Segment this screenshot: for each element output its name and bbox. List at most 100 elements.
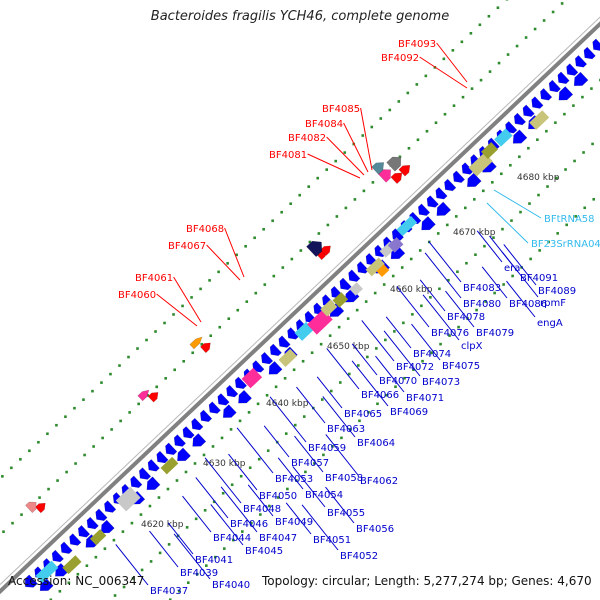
tick-dot — [497, 61, 501, 65]
label-leader-line — [501, 251, 539, 298]
tick-dot — [49, 598, 53, 600]
tick-dot — [409, 257, 413, 261]
tick-dot — [157, 496, 161, 499]
cog-block — [481, 142, 499, 159]
label-leader-line — [285, 502, 312, 535]
reverse-gene-arrow — [182, 426, 195, 439]
tick-dot — [415, 83, 419, 86]
tick-dot — [304, 470, 307, 474]
tick-dot — [256, 402, 260, 406]
reverse-gene-arrow — [234, 376, 248, 390]
tick-dot — [329, 389, 333, 393]
tick-dot — [506, 53, 510, 56]
tick-dot — [64, 415, 67, 419]
label-leader-line — [326, 136, 365, 176]
tick-dot — [217, 270, 220, 274]
label-leader-line — [167, 522, 194, 555]
tick-dot — [236, 308, 240, 312]
label-leader-line — [493, 189, 542, 219]
tick-dot — [227, 317, 231, 320]
label-leader-line — [445, 290, 475, 328]
forward-gene-arrow — [398, 165, 411, 177]
tick-dot — [421, 359, 424, 363]
tick-dot — [564, 168, 567, 171]
tick-dot — [574, 215, 577, 218]
tick-dot — [177, 589, 181, 593]
label-leader-line — [360, 107, 373, 171]
tick-dot — [212, 500, 216, 504]
cog-block — [160, 456, 179, 475]
tick-dot — [382, 283, 386, 286]
tick-dot — [289, 202, 292, 205]
tick-dot — [451, 49, 455, 52]
reverse-gene-arrow — [24, 574, 38, 588]
reverse-gene-arrow — [77, 525, 91, 538]
tick-dot — [384, 338, 387, 342]
label-leader-line — [428, 241, 462, 283]
tick-dot — [322, 453, 325, 457]
cog-block — [387, 237, 404, 253]
tick-dot — [110, 428, 113, 431]
label-leader-line — [263, 425, 290, 458]
reverse-gene-arrow — [238, 389, 252, 404]
reverse-gene-label: BF4091 — [520, 273, 558, 284]
reverse-gene-label: BF4079 — [476, 328, 514, 339]
reverse-gene-arrow — [217, 393, 230, 406]
forward-gene-arrow — [371, 162, 385, 175]
tick-dot — [307, 185, 310, 188]
cog-block — [349, 282, 363, 296]
reverse-gene-arrow — [200, 409, 213, 423]
reverse-gene-label: BF4046 — [230, 519, 268, 530]
tick-dot — [155, 385, 158, 389]
scale-label: 4660 kbp — [390, 285, 433, 295]
tick-dot — [46, 432, 49, 436]
tick-dot — [590, 87, 593, 90]
label-leader-line — [236, 427, 274, 474]
tick-dot — [109, 372, 112, 376]
reverse-gene-label: BF4041 — [195, 555, 233, 566]
tick-dot — [349, 428, 352, 431]
label-leader-line — [322, 396, 356, 438]
tick-dot — [393, 330, 396, 333]
tick-dot — [166, 487, 170, 491]
forward-gene-label: BF4081 — [269, 150, 307, 161]
reverse-gene-arrow — [436, 201, 452, 216]
tick-dot — [364, 300, 368, 303]
tick-dot — [337, 325, 341, 329]
label-leader-line — [351, 360, 389, 407]
tick-dot — [538, 249, 541, 252]
reverse-gene-label: BF4044 — [213, 533, 251, 544]
tick-dot — [555, 176, 558, 180]
reverse-gene-label: BF4045 — [245, 546, 283, 557]
tick-dot — [229, 428, 233, 431]
reverse-gene-label: BF4056 — [356, 524, 394, 535]
label-leader-line — [115, 544, 149, 586]
tick-dot — [445, 223, 449, 227]
reverse-gene-arrow — [513, 112, 527, 126]
tick-dot — [319, 342, 323, 346]
tick-dot — [209, 334, 213, 338]
reverse-gene-label: BF4054 — [305, 490, 343, 501]
tick-dot — [572, 104, 575, 107]
tick-dot — [172, 313, 175, 316]
tick-dot — [56, 479, 59, 482]
tick-dot — [154, 330, 157, 333]
reverse-gene-label: BF4059 — [308, 443, 346, 454]
tick-dot — [128, 411, 131, 414]
tick-dot — [398, 155, 402, 159]
tick-dot — [403, 376, 406, 380]
tick-dot — [286, 487, 289, 491]
tick-dot — [101, 436, 104, 440]
tick-dot — [527, 146, 530, 150]
reverse-gene-arrow — [435, 186, 448, 200]
rna-label: BFtRNA58 — [544, 214, 595, 225]
tick-dot — [268, 504, 271, 508]
tick-dot — [473, 198, 476, 201]
tick-dot — [358, 419, 361, 423]
tick-dot — [202, 453, 206, 457]
scale-label: 4630 kbp — [203, 459, 246, 469]
tick-dot — [326, 223, 330, 227]
tick-dot — [250, 521, 253, 525]
